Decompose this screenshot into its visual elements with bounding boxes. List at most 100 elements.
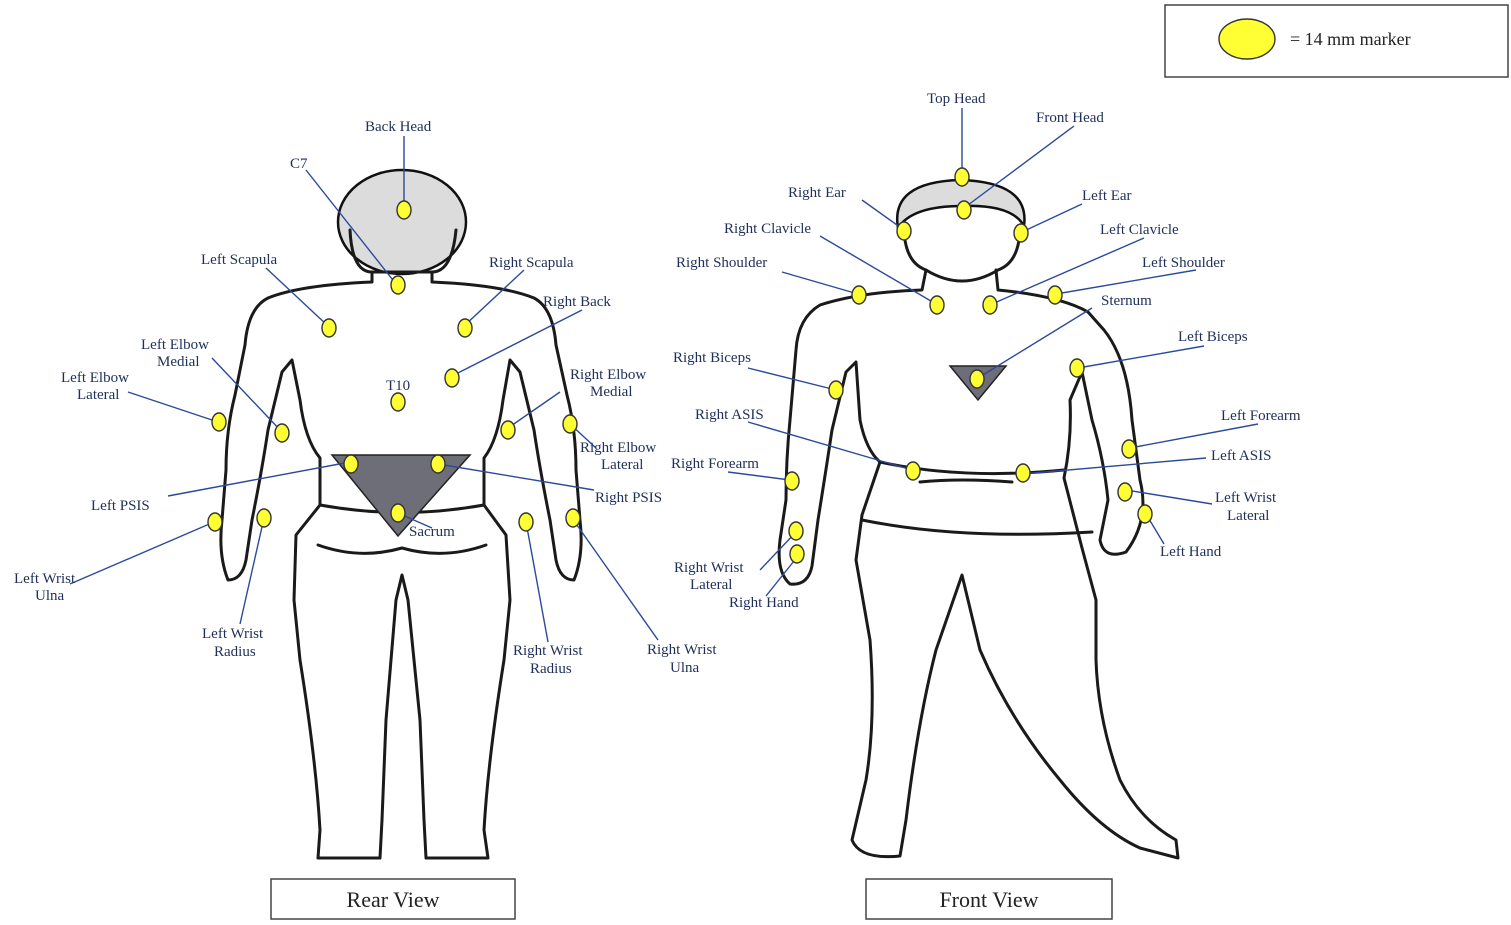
marker-right-biceps — [829, 381, 843, 399]
marker-left-elbow-medial — [275, 424, 289, 442]
label-left-elbow-lateral-1: Left Elbow — [61, 370, 129, 386]
marker-sacrum — [391, 504, 405, 522]
label-right-back: Right Back — [543, 294, 611, 310]
marker-right-back — [445, 369, 459, 387]
label-right-wrist-ulna-2: Ulna — [670, 660, 700, 676]
marker-left-hand — [1138, 505, 1152, 523]
marker-left-wrist-ulna — [208, 513, 222, 531]
label-right-elbow-medial-2: Medial — [590, 384, 633, 400]
label-t10: T10 — [386, 378, 410, 394]
label-left-elbow-medial-1: Left Elbow — [141, 337, 209, 353]
front-face-outline — [904, 226, 1020, 281]
marker-right-elbow-lateral — [563, 415, 577, 433]
marker-left-wrist-radius — [257, 509, 271, 527]
label-right-shoulder: Right Shoulder — [676, 255, 767, 271]
marker-back-head — [397, 201, 411, 219]
label-left-wrist-ulna-2: Ulna — [35, 588, 65, 604]
marker-right-clavicle — [930, 296, 944, 314]
label-right-biceps: Right Biceps — [673, 350, 751, 366]
front-belt — [920, 480, 1012, 482]
label-right-wrist-lateral-1: Right Wrist — [674, 560, 744, 576]
label-left-wrist-ulna-1: Left Wrist — [14, 571, 76, 587]
marker-left-ear — [1014, 224, 1028, 242]
label-left-scapula: Left Scapula — [201, 252, 278, 268]
rear-head-hair — [338, 170, 466, 274]
marker-left-wrist-lateral — [1118, 483, 1132, 501]
label-right-forearm: Right Forearm — [671, 456, 759, 472]
label-left-hand: Left Hand — [1160, 544, 1222, 560]
marker-sternum — [970, 370, 984, 388]
front-leader-lines — [728, 108, 1258, 596]
label-front-head: Front Head — [1036, 110, 1104, 126]
rear-shorts-hem — [318, 545, 486, 553]
marker-right-shoulder — [852, 286, 866, 304]
marker-right-psis — [431, 455, 445, 473]
legend-marker-icon — [1219, 19, 1275, 59]
marker-left-scapula — [322, 319, 336, 337]
label-left-psis: Left PSIS — [91, 498, 150, 514]
label-left-ear: Left Ear — [1082, 188, 1132, 204]
marker-left-psis — [344, 455, 358, 473]
label-right-elbow-lateral-1: Right Elbow — [580, 440, 656, 456]
label-right-asis: Right ASIS — [695, 407, 764, 423]
marker-front-head — [957, 201, 971, 219]
front-shorts-hem — [862, 520, 1092, 534]
marker-left-biceps — [1070, 359, 1084, 377]
label-right-hand: Right Hand — [729, 595, 799, 611]
marker-right-wrist-ulna — [566, 509, 580, 527]
label-right-psis: Right PSIS — [595, 490, 662, 506]
label-right-wrist-ulna-1: Right Wrist — [647, 642, 717, 658]
label-left-biceps: Left Biceps — [1178, 329, 1248, 345]
marker-left-elbow-lateral — [212, 413, 226, 431]
front-caption-text: Front View — [939, 887, 1038, 912]
marker-right-ear — [897, 222, 911, 240]
front-view-figure — [779, 180, 1178, 858]
label-c7: C7 — [290, 156, 308, 172]
marker-right-asis — [906, 462, 920, 480]
label-back-head: Back Head — [365, 119, 432, 135]
label-right-elbow-medial-1: Right Elbow — [570, 367, 646, 383]
rear-caption-text: Rear View — [347, 887, 440, 912]
label-right-wrist-radius-1: Right Wrist — [513, 643, 583, 659]
marker-left-clavicle — [983, 296, 997, 314]
front-body-outline — [779, 270, 1178, 858]
label-right-wrist-radius-2: Radius — [530, 661, 572, 677]
label-right-elbow-lateral-2: Lateral — [601, 457, 643, 473]
label-left-wrist-lateral-2: Lateral — [1227, 508, 1269, 524]
label-left-clavicle: Left Clavicle — [1100, 222, 1179, 238]
marker-top-head — [955, 168, 969, 186]
legend-label: = 14 mm marker — [1290, 29, 1411, 49]
marker-c7 — [391, 276, 405, 294]
legend: = 14 mm marker — [1165, 5, 1508, 77]
label-left-wrist-radius-1: Left Wrist — [202, 626, 264, 642]
marker-right-wrist-lateral — [789, 522, 803, 540]
label-left-wrist-lateral-1: Left Wrist — [1215, 490, 1277, 506]
marker-t10 — [391, 393, 405, 411]
label-left-shoulder: Left Shoulder — [1142, 255, 1225, 271]
label-left-elbow-lateral-2: Lateral — [77, 387, 119, 403]
label-right-clavicle: Right Clavicle — [724, 221, 811, 237]
marker-right-hand — [790, 545, 804, 563]
rear-view-caption: Rear View — [271, 879, 515, 919]
label-right-scapula: Right Scapula — [489, 255, 574, 271]
label-top-head: Top Head — [927, 91, 986, 107]
marker-right-elbow-medial — [501, 421, 515, 439]
label-right-ear: Right Ear — [788, 185, 846, 201]
marker-left-forearm — [1122, 440, 1136, 458]
marker-right-forearm — [785, 472, 799, 490]
label-left-wrist-radius-2: Radius — [214, 644, 256, 660]
marker-right-wrist-radius — [519, 513, 533, 531]
label-left-forearm: Left Forearm — [1221, 408, 1301, 424]
label-left-asis: Left ASIS — [1211, 448, 1271, 464]
front-view-caption: Front View — [866, 879, 1112, 919]
label-right-wrist-lateral-2: Lateral — [690, 577, 732, 593]
marker-left-shoulder — [1048, 286, 1062, 304]
marker-left-asis — [1016, 464, 1030, 482]
label-sacrum: Sacrum — [409, 524, 455, 540]
rear-body-outline — [221, 272, 581, 858]
marker-right-scapula — [458, 319, 472, 337]
label-sternum: Sternum — [1101, 293, 1152, 309]
label-left-elbow-medial-2: Medial — [157, 354, 200, 370]
